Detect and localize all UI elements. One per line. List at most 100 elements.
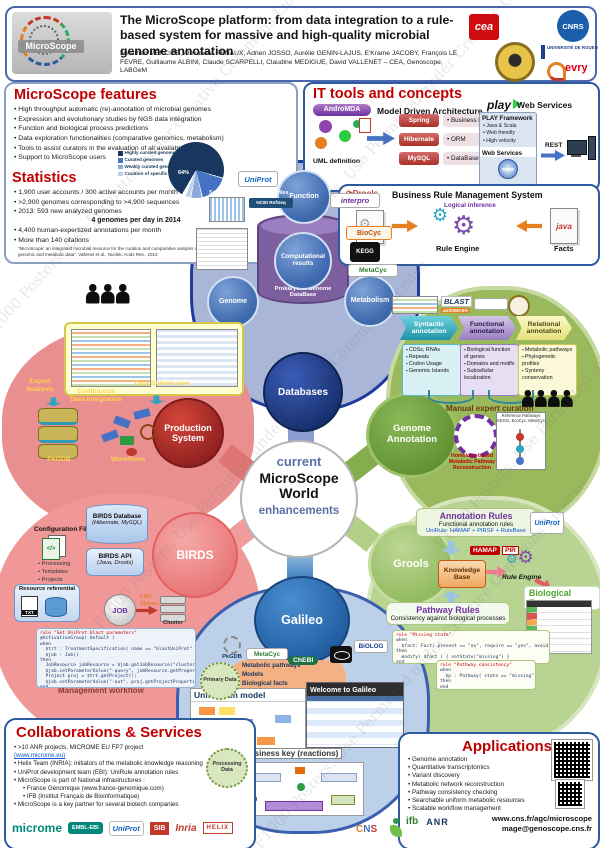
person-icon	[86, 284, 100, 304]
person-icon	[101, 284, 115, 304]
uml-node-icon	[339, 130, 351, 142]
primary-data-gear: Primary Data	[200, 662, 240, 700]
contact-block: www.cns.fr/agc/microscope mage@genoscope…	[460, 814, 592, 835]
birds-db-title: BIRDS Database	[92, 513, 142, 520]
helix-logo: HELIX	[202, 822, 234, 834]
annotation-rules-sub: Functional annotation rules	[438, 521, 514, 528]
grools-engine-label: Rule Engine	[502, 574, 542, 581]
genoscope-cns-logo: CNS	[356, 824, 378, 835]
collaboration-item: >10 ANR projects, MICROME EU FP7 project	[14, 744, 244, 752]
birds-api-box: BIRDS API (Java, Drools)	[86, 548, 144, 576]
xml-file-icon	[359, 118, 371, 133]
statistics-highlight: 4 genomes per day in 2014	[91, 217, 181, 224]
gear-icon: ⚙	[517, 547, 534, 567]
code-line: modify( $fact ) { setState("missing") }	[396, 654, 510, 660]
application-item: Quantitative transcriptomics	[408, 764, 548, 772]
legend-swatch	[118, 164, 123, 170]
ifb-logo: ifb	[406, 816, 419, 827]
rule-engine-gears: ⚙ ⚙	[426, 204, 496, 244]
brms-title: Business Rule Management System	[392, 190, 543, 200]
person-icon	[116, 284, 130, 304]
framework-item: Java & Scala	[483, 123, 536, 130]
txt-file-icon: TXT	[21, 596, 38, 617]
galileo-source-item: Biological facts	[242, 679, 288, 687]
tool-stamp-icon	[508, 295, 530, 317]
sequencing-label: Sequencing	[209, 190, 240, 196]
function-circle: Function	[277, 170, 331, 224]
gear-icon: ⚙	[432, 205, 449, 225]
code-line: JobResource jobResource = $job.getJobRes…	[40, 663, 196, 669]
computer-icon	[567, 136, 596, 176]
code-line: $job.setParameterValue("-query", jobReso…	[45, 668, 195, 674]
application-item: Pathway consistency checking	[408, 789, 548, 797]
code-line: when	[396, 638, 408, 644]
computational-results-circle: Computational results	[274, 232, 332, 290]
rouen-logo: UNIVERSITÉ DE ROUEN	[541, 45, 599, 59]
antismash-logo: antiSMASH	[441, 308, 470, 313]
production-system-circle: Production System	[152, 398, 224, 468]
code-line: when	[440, 668, 452, 674]
relational-list: Metabolic pathwaysPhylogenetic profilesS…	[522, 347, 574, 382]
collaborations-list: >10 ANR projects, MICROME EU FP7 project…	[14, 744, 244, 810]
collaboration-item: UniProt development team (EBI): UniRule …	[14, 769, 244, 777]
sib-logo: SIB	[149, 821, 170, 835]
data-integration-label: Continuous Data Integration	[70, 388, 122, 403]
config-list: ProcessingTemplatesProjects	[38, 560, 71, 585]
refpath-label: Reference Pathways KEGG, EcoCyc, MetaCyc	[497, 413, 545, 423]
legend-swatch	[118, 171, 123, 177]
genoscope-logo	[495, 42, 535, 82]
mda-title: Model Driven Architecture	[377, 106, 483, 116]
cnrs-logo: CNRS	[557, 10, 589, 42]
qr-code	[551, 739, 593, 781]
website-url[interactable]: www.cns.fr/agc/microscope	[491, 814, 592, 823]
code-line: rule "Set UniProt blast parameters"	[40, 631, 137, 636]
statistics-list-2: 4,400 human-expertized annotations per m…	[14, 226, 286, 245]
facts-doc-icon: java	[550, 208, 578, 244]
birds-db-cylinder: BIRDS Database (Hibernate, MySQL)	[86, 504, 148, 544]
code-line: @ActivationGroup( default )	[40, 636, 115, 642]
center-bottom-label: enhancements	[258, 504, 340, 517]
annotation-item: Repeats	[406, 354, 458, 361]
applications-panel: Applications Genome annotationQuantitati…	[398, 732, 600, 848]
flatfiles-label: Public Flat files	[249, 190, 289, 196]
pathway-rules-title: Pathway Rules	[416, 605, 480, 615]
interpro-logo: interpro	[330, 193, 380, 208]
submission-form-screenshot	[156, 329, 238, 387]
pie-legend-item: Curation of specific functions	[118, 171, 189, 178]
pie-slice-label: 64%	[178, 170, 190, 176]
pir-logo: PIR	[502, 546, 519, 555]
pkgdb-mini-logo: PkGDB	[222, 636, 242, 660]
play-framework-panel: PLAY Framework Java & ScalaWeb friendlyH…	[479, 112, 537, 186]
collaborations-title: Collaborations & Services	[16, 724, 202, 741]
config-item: Projects	[38, 576, 70, 584]
play-triangle-icon	[513, 99, 522, 109]
code-line: $fact: Fact( present == "no", require ==…	[401, 643, 549, 649]
play-logo: play	[487, 98, 522, 112]
annotation-item: Subcellular localization	[464, 368, 516, 382]
uml-node-icon	[353, 120, 361, 128]
annotation-people-icons	[522, 390, 574, 413]
cluster-icon	[160, 596, 186, 622]
feature-item: Function and biological process predicti…	[14, 124, 286, 134]
processing-data-gear: Processing Data	[206, 748, 248, 788]
metacyc-logo: MetaCyc	[348, 264, 398, 277]
code-line: $trt : TreatmentSpecification( name == "…	[40, 647, 196, 653]
andromda-logo: AndroMDA	[313, 104, 371, 116]
biocyc-logo: BioCyc	[346, 226, 392, 240]
code-line: end	[40, 685, 49, 688]
genome-browser-screenshot	[71, 329, 151, 387]
brms-subtitle: Logical inference	[444, 202, 496, 209]
application-item: Genome annotation	[408, 756, 548, 764]
uniprot-logo-collab: UniProt	[108, 820, 144, 836]
uml-label: UML definition	[313, 158, 361, 165]
business-key-diagram	[238, 762, 364, 816]
embl-ebi-logo: EMBL-EBI	[68, 822, 103, 834]
resource-referential-box: Resource referential TXT	[14, 584, 80, 622]
uml-node-icon	[319, 120, 332, 133]
framework-item: Web friendly	[483, 130, 536, 137]
collaboration-item: MicroScope is a key partner for several …	[14, 801, 244, 809]
contact-email[interactable]: mage@genoscope.cns.fr	[501, 824, 592, 834]
welcome-screenshot: Welcome to Galileo	[306, 682, 404, 748]
it-tools-panel: IT tools and concepts AndroMDA Model Dri…	[303, 82, 600, 192]
config-item: Templates	[38, 568, 70, 576]
